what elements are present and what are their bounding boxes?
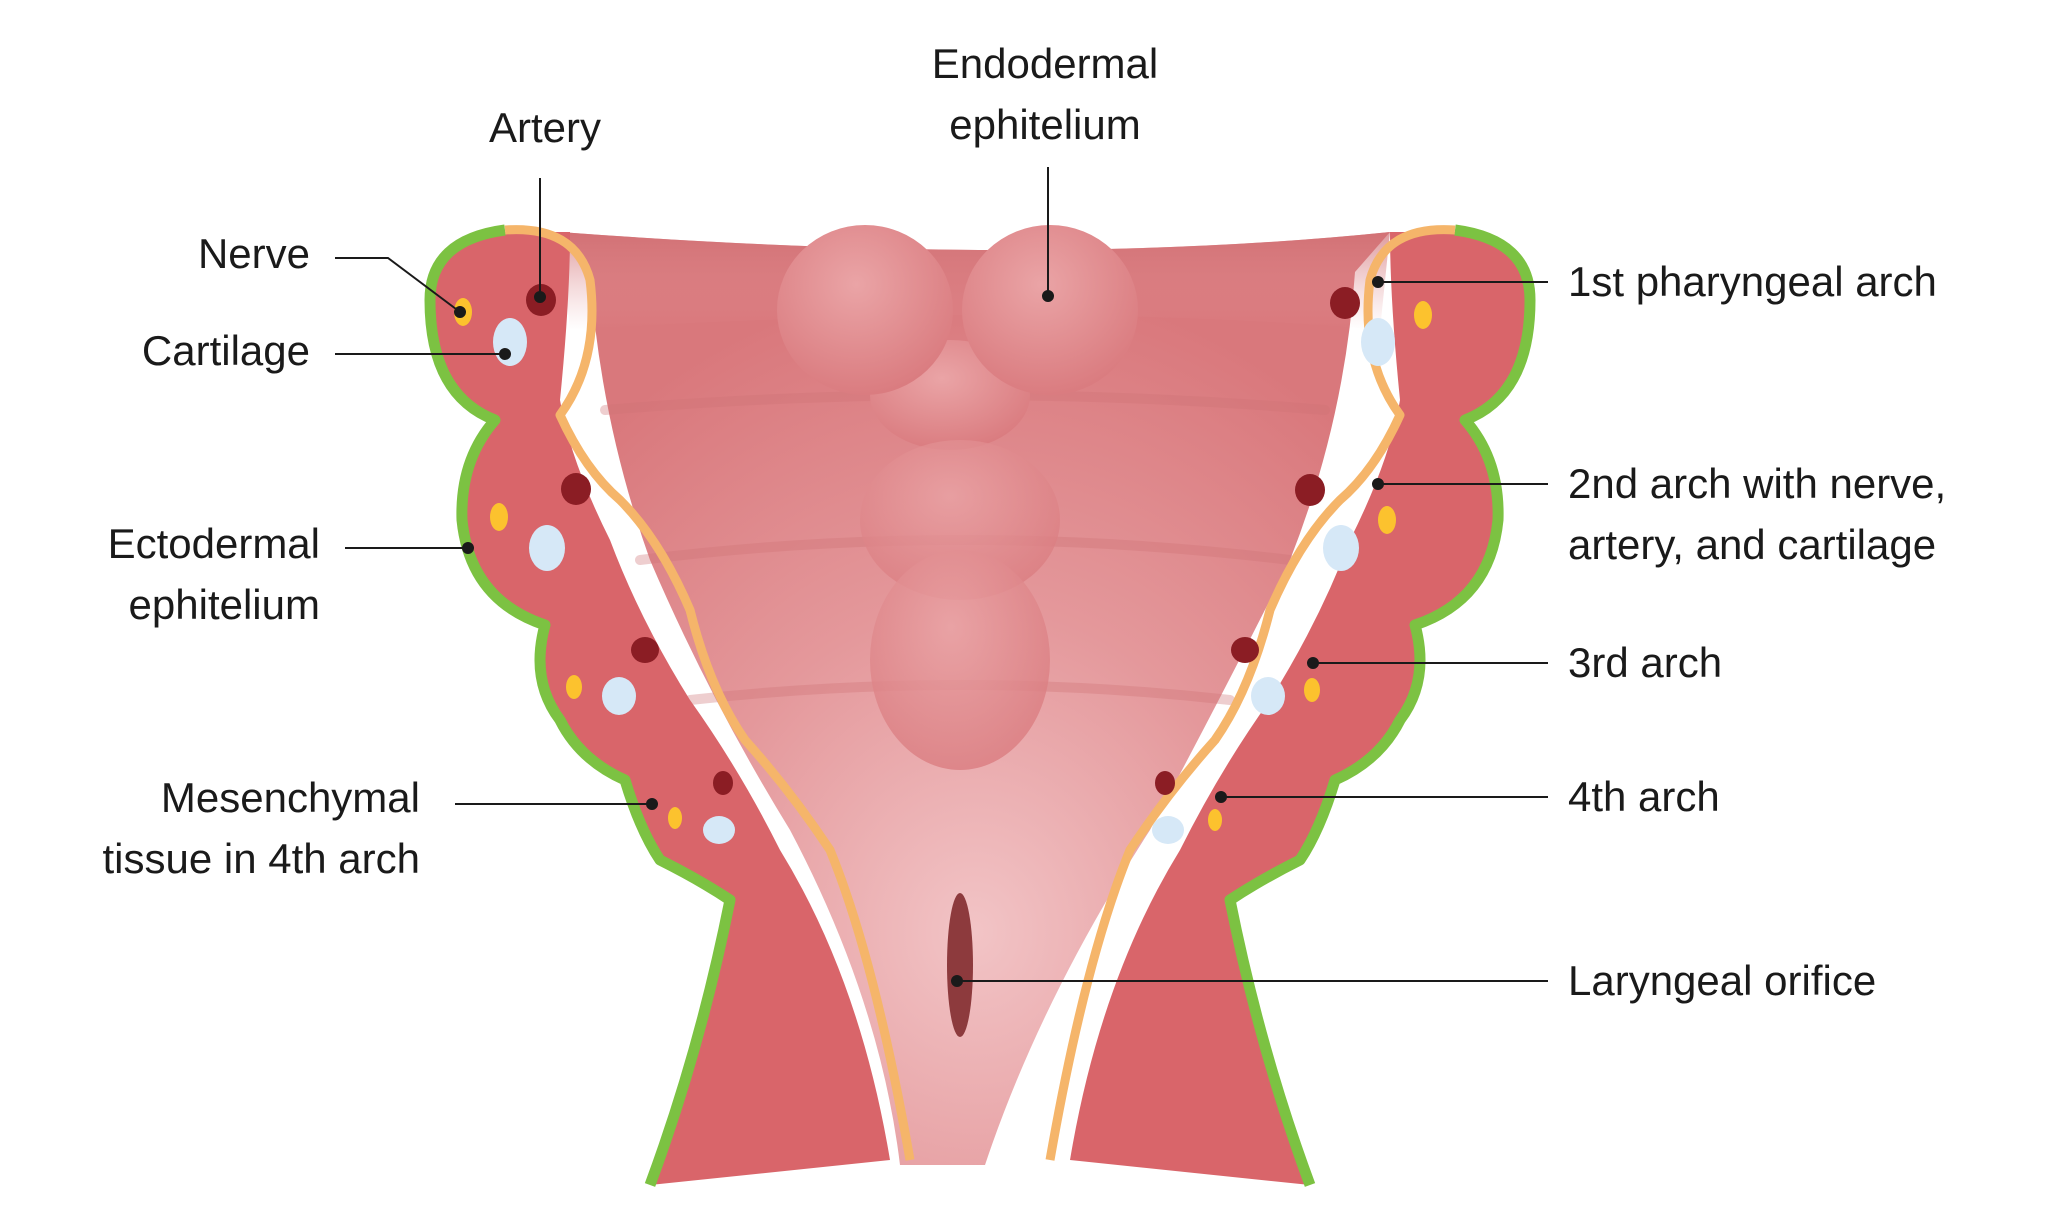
left-arch1-cartilage — [493, 318, 527, 366]
right-arch2-nerve — [1378, 506, 1396, 534]
leader-laryngeal — [951, 975, 1548, 987]
label-artery: Artery — [488, 104, 601, 151]
label-ectodermal-line2: ephitelium — [128, 581, 320, 628]
left-arch4-artery — [713, 771, 733, 795]
leader-artery — [534, 178, 546, 303]
leader-endodermal — [1042, 167, 1054, 302]
right-endoderm — [1045, 225, 1456, 1161]
hypobranchial-eminence — [870, 550, 1050, 770]
leader-arch3 — [1307, 657, 1548, 669]
left-arch4-cartilage — [703, 816, 735, 844]
left-ectoderm — [424, 224, 736, 1187]
leader-arch2 — [1372, 478, 1548, 490]
leader-arch4 — [1215, 791, 1548, 803]
lateral-lingual-swelling-left — [777, 225, 953, 395]
tongue-swellings — [777, 225, 1138, 770]
left-arch4-nerve — [668, 807, 682, 829]
copula — [860, 440, 1060, 600]
label-mesenchymal-line1: Mesenchymal — [160, 774, 420, 821]
label-3rd-arch: 3rd arch — [1568, 639, 1723, 686]
label-endodermal-line2: ephitelium — [949, 101, 1141, 148]
label-nerve: Nerve — [197, 230, 310, 277]
right-ectoderm — [1224, 224, 1536, 1187]
right-arch3-artery — [1231, 637, 1259, 663]
leader-arch1 — [1372, 276, 1548, 288]
label-4th-arch: 4th arch — [1568, 773, 1720, 820]
left-endoderm — [504, 225, 915, 1161]
leader-lines — [335, 167, 1548, 987]
label-2nd-arch: 2nd arch with nerve, artery, and cartila… — [1568, 453, 1946, 575]
right-arch1-artery — [1330, 287, 1360, 319]
left-arch3-artery — [631, 637, 659, 663]
right-arch4-artery — [1155, 771, 1175, 795]
label-2nd-arch-line2: artery, and cartilage — [1568, 521, 1937, 568]
lateral-lingual-swelling-right — [962, 225, 1138, 395]
right-arch4-cartilage — [1152, 816, 1184, 844]
left-arch-wall — [430, 232, 890, 1185]
left-arch2-cartilage — [529, 525, 565, 571]
right-arch1-cartilage — [1361, 318, 1395, 366]
right-arch1-nerve — [1414, 301, 1432, 329]
label-ectodermal-line1: Ectodermal — [107, 520, 320, 567]
label-2nd-arch-line1: 2nd arch with nerve, — [1568, 460, 1947, 507]
label-ectodermal-ephitelium: Ectodermal ephitelium — [40, 513, 320, 635]
label-mesenchymal-tissue: Mesenchymal tissue in 4th arch — [20, 767, 420, 889]
right-arch2-cartilage — [1323, 525, 1359, 571]
left-arch2-artery — [561, 473, 591, 505]
label-endodermal-line1: Endodermal — [931, 40, 1159, 87]
right-arch-structures — [1152, 287, 1432, 844]
right-arch3-nerve — [1304, 678, 1320, 702]
right-arch2-artery — [1295, 474, 1325, 506]
right-arch4-nerve — [1208, 809, 1222, 831]
label-laryngeal-orifice: Laryngeal orifice — [1568, 957, 1877, 1004]
left-arch3-cartilage — [602, 677, 636, 715]
label-cartilage: Cartilage — [141, 327, 310, 374]
leader-mesenchymal — [455, 798, 658, 810]
left-arch2-nerve — [490, 503, 508, 531]
label-mesenchymal-line2: tissue in 4th arch — [102, 835, 420, 882]
leader-nerve — [335, 257, 466, 318]
leader-ectodermal — [345, 542, 474, 554]
laryngeal-orifice — [947, 893, 973, 1037]
label-endodermal-ephitelium: Endodermal ephitelium — [880, 33, 1210, 155]
right-arch-wall — [1070, 232, 1530, 1185]
right-arch3-cartilage — [1251, 677, 1285, 715]
left-arch3-nerve — [566, 675, 582, 699]
leader-cartilage — [335, 348, 511, 360]
label-1st-pharyngeal-arch: 1st pharyngeal arch — [1568, 258, 1937, 305]
